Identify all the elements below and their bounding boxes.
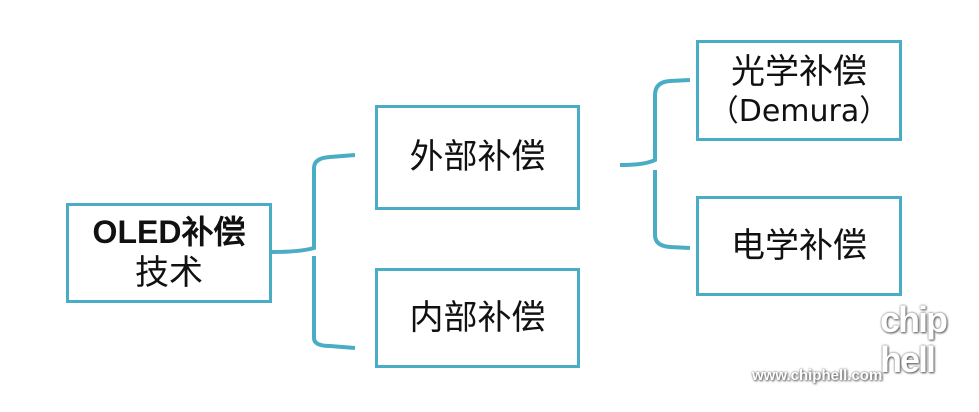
node-label: 技术	[135, 252, 203, 293]
node-electrical-compensation: 电学补偿	[696, 196, 902, 296]
node-label: 电学补偿	[731, 225, 867, 266]
bracket-external	[619, 78, 691, 250]
node-label: 外部补偿	[409, 137, 546, 178]
node-external-compensation: 外部补偿	[375, 105, 580, 210]
node-label: 光学补偿	[730, 51, 867, 92]
node-label: OLED补偿	[92, 213, 246, 250]
watermark-url: www.chiphell.com	[752, 367, 883, 384]
node-label: （Demura）	[708, 94, 890, 129]
bracket-root	[271, 153, 356, 350]
node-oled-compensation: OLED补偿技术	[66, 203, 272, 303]
node-label: 内部补偿	[409, 297, 546, 338]
node-internal-compensation: 内部补偿	[375, 268, 580, 368]
node-optical-compensation: 光学补偿（Demura）	[696, 40, 902, 141]
